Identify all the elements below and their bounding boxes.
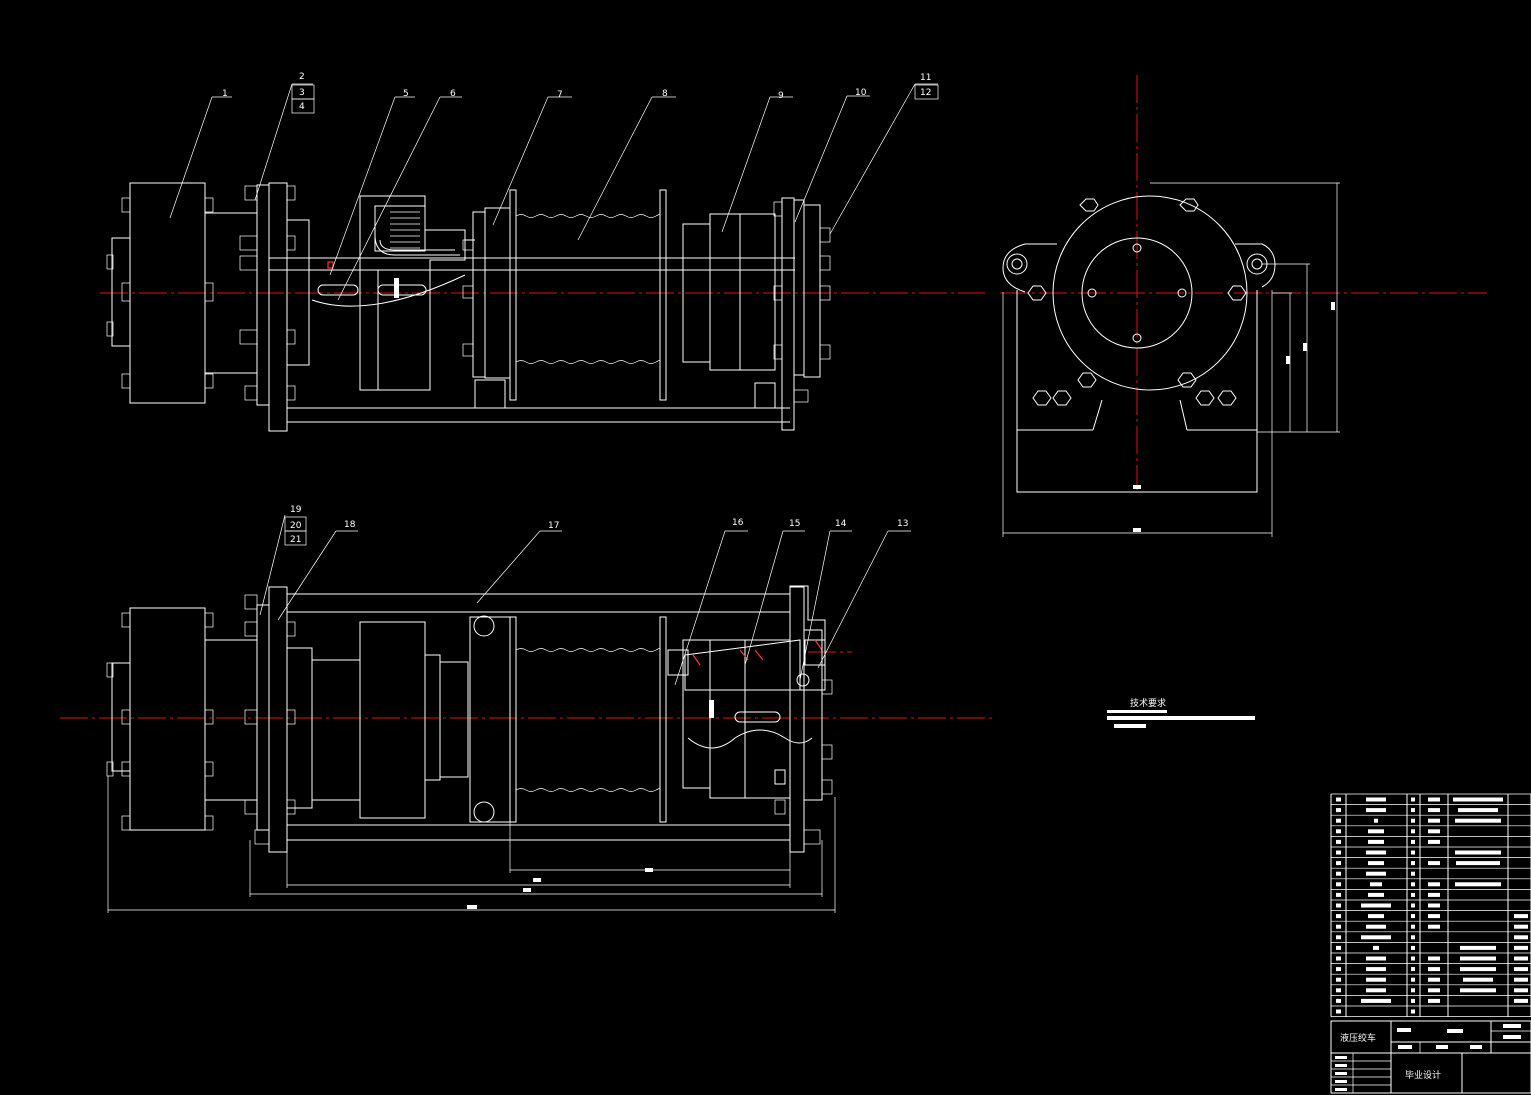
balloon-15: 15 [789, 519, 800, 529]
reducer [682, 213, 776, 409]
balloon-4: 4 [299, 102, 305, 112]
balloon-14: 14 [835, 519, 847, 529]
balloon-11: 11 [920, 73, 931, 83]
balloon-2: 2 [299, 72, 305, 82]
drawing-subtitle: 毕业设计 [1405, 1069, 1441, 1081]
balloon-6: 6 [450, 89, 456, 99]
top-view: 1 2 3 4 5 6 7 8 9 10 11 12 [100, 72, 985, 432]
balloon-17: 17 [548, 521, 559, 531]
title-block: 液压绞车 毕业设计 [1330, 1020, 1531, 1094]
balloon-8: 8 [662, 89, 668, 99]
balloon-19: 19 [290, 505, 302, 515]
balloon-20: 20 [290, 521, 302, 531]
notes-heading: 技术要求 [1130, 697, 1166, 709]
valve-section [667, 585, 826, 799]
left-flange [256, 184, 270, 406]
parts-list [1330, 793, 1531, 1017]
balloon-5: 5 [403, 89, 409, 99]
drum [462, 189, 667, 409]
technical-notes: 技术要求 [1107, 697, 1255, 728]
balloon-7: 7 [557, 90, 563, 100]
balloon-21: 21 [290, 535, 301, 545]
balloon-18: 18 [344, 520, 356, 530]
motor-bolts [106, 197, 214, 389]
balloon-12: 12 [920, 88, 931, 98]
balloon-9: 9 [778, 91, 784, 101]
balloon-16: 16 [732, 518, 744, 528]
top-balloons: 1 2 3 4 5 6 7 8 9 10 11 12 [222, 72, 931, 112]
balloon-1: 1 [222, 89, 228, 99]
side-view [1000, 75, 1487, 537]
drawing-title: 液压绞车 [1340, 1032, 1376, 1044]
right-flange [781, 197, 795, 431]
brake-section [311, 195, 475, 391]
bottom-balloons: 19 20 21 18 17 16 15 14 13 [290, 505, 908, 545]
balloon-10: 10 [855, 88, 867, 98]
balloon-13: 13 [897, 519, 908, 529]
bottom-view: 19 20 21 18 17 16 15 14 13 [60, 505, 995, 913]
balloon-3: 3 [299, 88, 305, 98]
